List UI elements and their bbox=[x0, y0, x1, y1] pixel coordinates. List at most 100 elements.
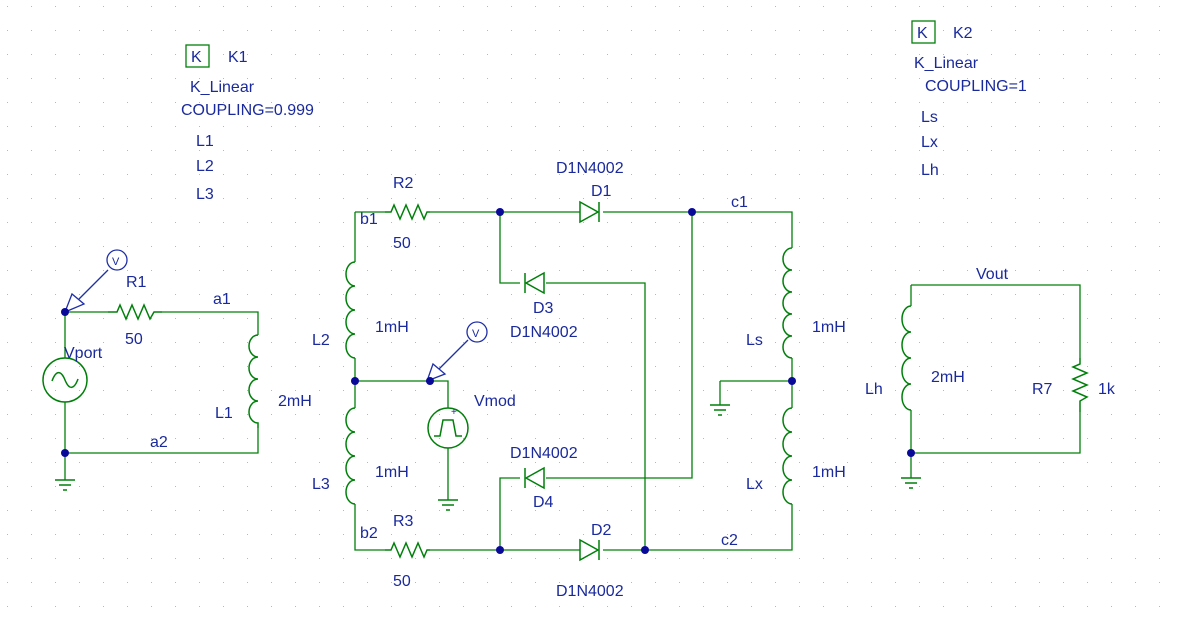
grid-dot bbox=[223, 510, 224, 511]
grid-dot bbox=[871, 390, 872, 391]
r7-resistor[interactable] bbox=[1071, 358, 1089, 412]
grid-dot bbox=[1015, 6, 1016, 7]
grid-dot bbox=[223, 414, 224, 415]
grid-dot bbox=[727, 150, 728, 151]
lx-value: 1mH bbox=[812, 464, 846, 481]
grid-dot bbox=[271, 222, 272, 223]
lx-inductor[interactable] bbox=[782, 407, 793, 505]
grid-dot bbox=[367, 510, 368, 511]
vmod-circle bbox=[427, 407, 469, 449]
grid-dot bbox=[103, 414, 104, 415]
d4-diode[interactable] bbox=[524, 466, 545, 490]
grid-dot bbox=[391, 246, 392, 247]
l2-inductor[interactable] bbox=[345, 261, 356, 359]
grid-dot bbox=[1111, 558, 1112, 559]
grid-dot bbox=[967, 510, 968, 511]
grid-dot bbox=[943, 6, 944, 7]
grid-dot bbox=[823, 342, 824, 343]
grid-dot bbox=[487, 222, 488, 223]
grid-dot bbox=[247, 30, 248, 31]
grid-dot bbox=[1111, 390, 1112, 391]
grid-dot bbox=[1159, 222, 1160, 223]
d3-diode[interactable] bbox=[524, 271, 545, 295]
grid-dot bbox=[79, 582, 80, 583]
grid-dot bbox=[751, 294, 752, 295]
grid-dot bbox=[1087, 606, 1088, 607]
grid-dot bbox=[1063, 78, 1064, 79]
grid-dot bbox=[631, 78, 632, 79]
grid-dot bbox=[175, 198, 176, 199]
grid-dot bbox=[919, 30, 920, 31]
grid-dot bbox=[631, 54, 632, 55]
grid-dot bbox=[967, 294, 968, 295]
grid-dot bbox=[439, 606, 440, 607]
grid-dot bbox=[103, 54, 104, 55]
grid-dot bbox=[415, 198, 416, 199]
grid-dot bbox=[463, 438, 464, 439]
grid-dot bbox=[991, 462, 992, 463]
grid-dot bbox=[895, 606, 896, 607]
r3-resistor[interactable] bbox=[385, 541, 430, 559]
grid-dot bbox=[775, 606, 776, 607]
grid-dot bbox=[391, 582, 392, 583]
probe-lead bbox=[438, 339, 469, 370]
grid-dot bbox=[559, 318, 560, 319]
grid-dot bbox=[175, 270, 176, 271]
grid-dot bbox=[583, 510, 584, 511]
r2-resistor[interactable] bbox=[385, 203, 430, 221]
grid-dot bbox=[559, 558, 560, 559]
k2-coupling-block[interactable]: K K2 K_Linear COUPLING=1 Ls Lx Lh bbox=[911, 20, 1027, 179]
grid-dot bbox=[343, 510, 344, 511]
l1-inductor[interactable] bbox=[248, 334, 259, 428]
grid-dot bbox=[271, 558, 272, 559]
grid-dot bbox=[655, 462, 656, 463]
grid-dot bbox=[79, 270, 80, 271]
k1-type: K_Linear bbox=[190, 79, 255, 96]
grid-dot bbox=[415, 414, 416, 415]
grid-dot bbox=[1063, 6, 1064, 7]
grid-dot bbox=[295, 558, 296, 559]
vport-voltage-probe-icon[interactable]: V bbox=[63, 249, 128, 314]
grid-dot bbox=[1063, 246, 1064, 247]
grid-dot bbox=[751, 414, 752, 415]
ground-bars bbox=[55, 479, 75, 491]
grid-dot bbox=[247, 510, 248, 511]
grid-dot bbox=[559, 270, 560, 271]
ls-name: Ls bbox=[746, 332, 763, 349]
grid-dot bbox=[1111, 606, 1112, 607]
grid-dot bbox=[343, 6, 344, 7]
vport-sine-source-icon[interactable] bbox=[42, 357, 88, 403]
grid-dot bbox=[199, 558, 200, 559]
grid-dot bbox=[799, 150, 800, 151]
grid-dot bbox=[1039, 126, 1040, 127]
grid-dot bbox=[535, 78, 536, 79]
grid-dot bbox=[799, 54, 800, 55]
grid-dot bbox=[127, 462, 128, 463]
grid-dot bbox=[559, 222, 560, 223]
vmod-voltage-probe-icon[interactable]: V bbox=[425, 321, 488, 383]
ground-icon-center bbox=[710, 404, 730, 416]
grid-dot bbox=[127, 150, 128, 151]
grid-dot bbox=[847, 294, 848, 295]
grid-dot bbox=[607, 390, 608, 391]
grid-dot bbox=[1087, 342, 1088, 343]
grid-dot bbox=[415, 606, 416, 607]
grid-dot bbox=[1039, 54, 1040, 55]
grid-dot bbox=[943, 270, 944, 271]
l2-value: 1mH bbox=[375, 319, 409, 336]
l3-inductor[interactable] bbox=[345, 407, 356, 505]
lh-inductor[interactable] bbox=[901, 305, 912, 411]
junction-dot bbox=[688, 208, 696, 216]
grid-dot bbox=[1111, 414, 1112, 415]
vmod-pulse-source-icon[interactable]: + bbox=[427, 407, 469, 449]
grid-dot bbox=[79, 462, 80, 463]
d1-diode[interactable] bbox=[579, 200, 600, 224]
grid-dot bbox=[1063, 102, 1064, 103]
k1-coupling-block[interactable]: K K1 K_Linear COUPLING=0.999 L1 L2 L3 bbox=[181, 44, 314, 203]
r1-resistor[interactable] bbox=[108, 303, 162, 321]
d2-diode[interactable] bbox=[579, 538, 600, 562]
grid-dot bbox=[775, 102, 776, 103]
ls-inductor[interactable] bbox=[782, 247, 793, 359]
grid-dot bbox=[583, 6, 584, 7]
grid-dot bbox=[1159, 126, 1160, 127]
